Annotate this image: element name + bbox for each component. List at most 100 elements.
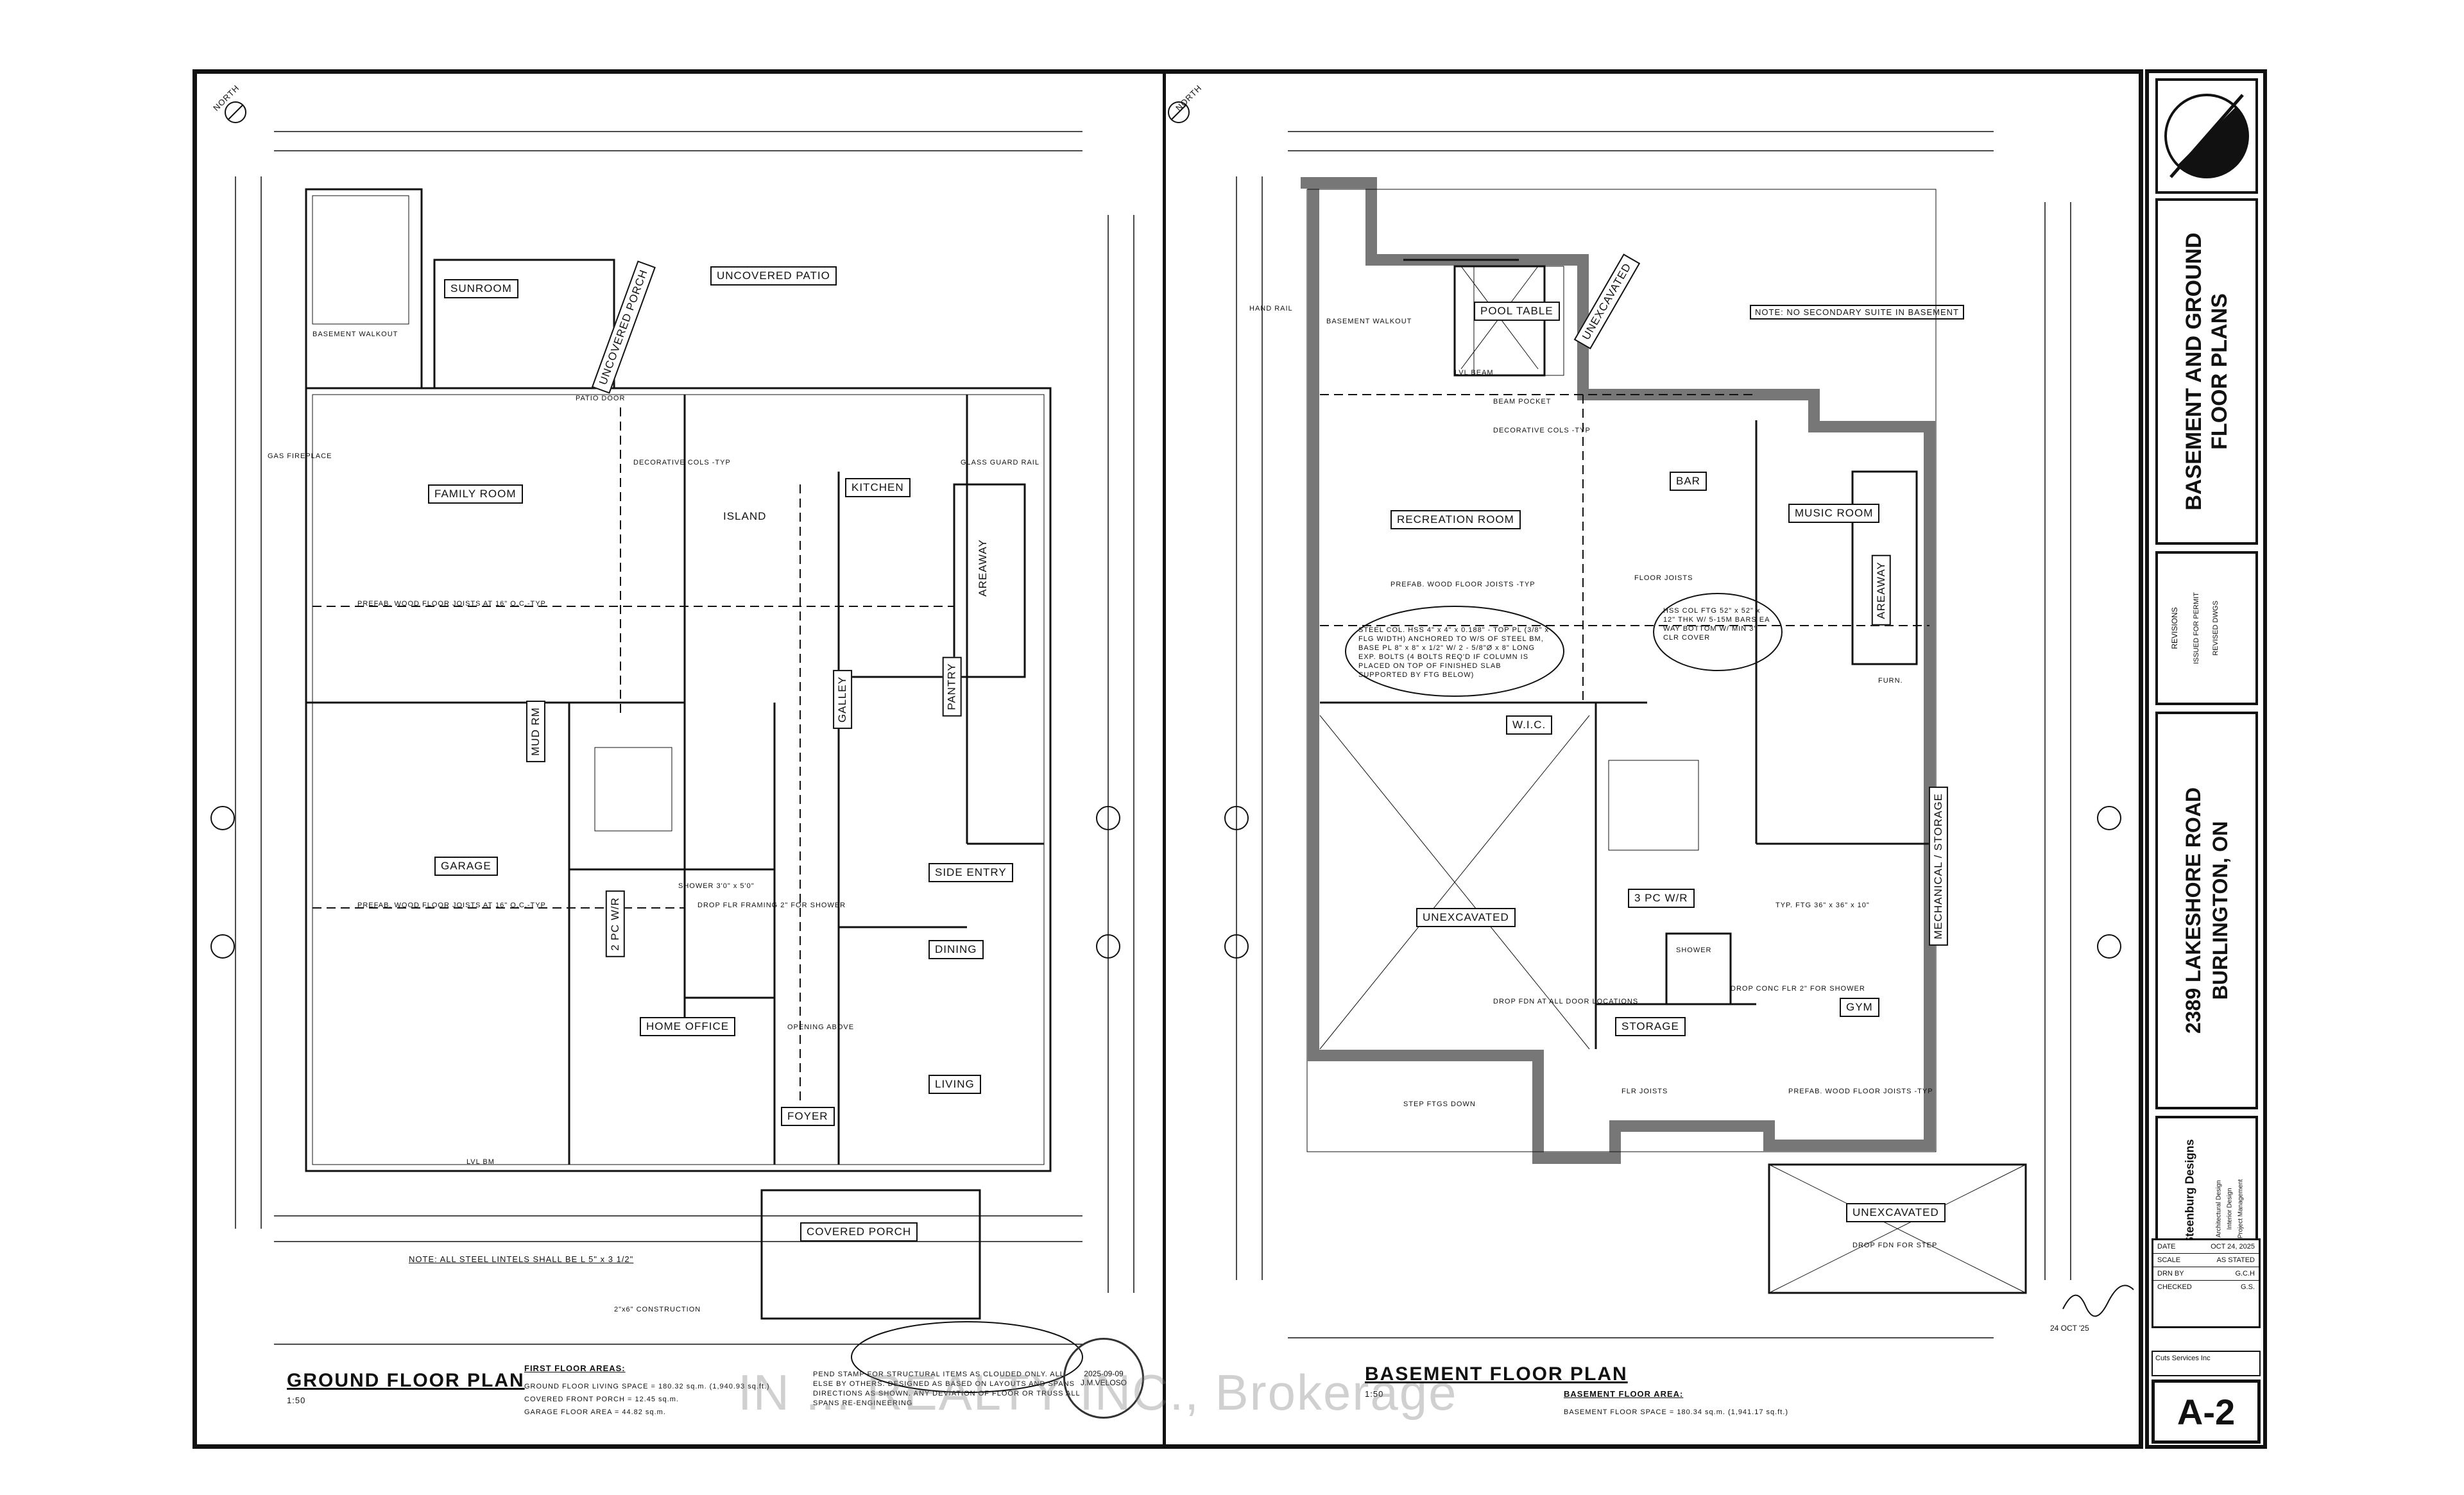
room-mud-rm: MUD RM [526, 701, 545, 762]
room-galley: GALLEY [833, 669, 853, 730]
room-side-entry: SIDE ENTRY [928, 863, 1013, 882]
project-address: 2389 LAKESHORE ROAD BURLINGTON, ON [2182, 787, 2232, 1034]
room-dining: DINING [928, 940, 984, 959]
drn-label: DRN BY [2157, 1270, 2184, 1277]
room-wic: W.I.C. [1506, 715, 1553, 735]
revision-2: REVISED DWGS [2212, 601, 2220, 656]
logo-cell [2155, 78, 2258, 194]
room-home-office: HOME OFFICE [640, 1017, 736, 1036]
ground-glass-rail: GLASS GUARD RAIL [961, 459, 1040, 466]
revisions-header: REVISIONS [2170, 607, 2179, 649]
sheet-title-cell: BASEMENT AND GROUND FLOOR PLANS [2155, 198, 2258, 545]
basement-typ-ftg: TYP. FTG 36" x 36" x 10" [1775, 901, 1870, 909]
ground-stamp-note: PEND STAMP FOR STRUCTURAL ITEMS AS CLOUD… [813, 1371, 1081, 1407]
room-unexcavated-main: UNEXCAVATED [1416, 908, 1516, 927]
room-sunroom: SUNROOM [444, 279, 518, 298]
ground-plan-scale: 1:50 [287, 1396, 306, 1405]
ground-joists-note: PREFAB. WOOD FLOOR JOISTS AT 16" O.C.-TY… [357, 600, 546, 608]
revision-1: ISSUED FOR PERMIT [2193, 592, 2200, 664]
basement-joists-bottom: PREFAB. WOOD FLOOR JOISTS -TYP [1788, 1088, 1933, 1095]
room-pool-table: POOL TABLE [1474, 302, 1560, 321]
room-family-room: FAMILY ROOM [428, 484, 523, 504]
ground-lvl-bm: LVL BM [466, 1158, 495, 1166]
ground-drop-flr: DROP FLR FRAMING 2" FOR SHOWER [697, 901, 846, 909]
title-block: BASEMENT AND GROUND FLOOR PLANS REVISION… [2145, 69, 2267, 1449]
basement-beam-pocket: BEAM POCKET [1493, 398, 1552, 406]
signature-date: 24 OCT '25 [2050, 1324, 2089, 1333]
room-areaway: AREAWAY [976, 539, 989, 597]
room-covered-porch: COVERED PORCH [800, 1222, 918, 1242]
basement-deco-cols: DECORATIVE COLS -TYP [1493, 427, 1591, 434]
client-cell: Cuts Services Inc [2152, 1351, 2261, 1376]
basement-joists: PREFAB. WOOD FLOOR JOISTS -TYP [1390, 581, 1536, 588]
basement-drop-fdn: DROP FDN AT ALL DOOR LOCATIONS [1493, 998, 1639, 1005]
room-uncovered-patio: UNCOVERED PATIO [710, 266, 837, 286]
room-pantry: PANTRY [942, 656, 962, 717]
basement-drop-fdn-step: DROP FDN FOR STEP [1852, 1242, 1938, 1249]
basement-lvl-beam: LVL BEAM [1455, 369, 1494, 377]
ground-plan-title: GROUND FLOOR PLAN [287, 1370, 525, 1391]
checked-label: CHECKED [2157, 1283, 2192, 1291]
row-drn: DRN BY G.C.H [2153, 1267, 2259, 1281]
room-music: MUSIC ROOM [1788, 504, 1880, 523]
company-line-2: Interior Design [2226, 1188, 2234, 1230]
room-storage: STORAGE [1615, 1017, 1686, 1036]
ground-shower: SHOWER 3'0" x 5'0" [678, 882, 755, 890]
room-mechanical: MECHANICAL / STORAGE [1928, 787, 1948, 946]
basement-steel-col-note: STEEL COL. HSS 4" x 4" x 0.188" - TOP PL… [1358, 626, 1549, 679]
ground-construction-note: 2"x6" CONSTRUCTION [614, 1306, 701, 1313]
room-furn: FURN. [1878, 677, 1903, 685]
address-cell: 2389 LAKESHORE ROAD BURLINGTON, ON [2155, 712, 2258, 1109]
sheet-number: A-2 [2177, 1391, 2236, 1432]
basement-step-ftgs: STEP FTGS DOWN [1403, 1100, 1476, 1108]
ground-opening-above: OPENING ABOVE [787, 1023, 855, 1031]
room-island: ISLAND [723, 510, 767, 522]
sheet-divider [1163, 74, 1166, 1444]
room-2pc-wr: 2 PC W/R [605, 891, 625, 957]
scale-value: AS STATED [2216, 1256, 2255, 1264]
sheet-title: BASEMENT AND GROUND FLOOR PLANS [2182, 232, 2232, 511]
room-unexcavated-bottom: UNEXCAVATED [1846, 1203, 1946, 1222]
basement-no-suite-note: NOTE: NO SECONDARY SUITE IN BASEMENT [1750, 305, 1964, 320]
room-garage: GARAGE [434, 857, 498, 876]
brokerage-watermark: IN ... REALTY INC., Brokerage [738, 1364, 1458, 1421]
ground-basement-walkout: BASEMENT WALKOUT [312, 330, 398, 338]
ground-lintels-note: NOTE: ALL STEEL LINTELS SHALL BE L 5" x … [409, 1254, 634, 1264]
drn-value: G.C.H [2235, 1270, 2255, 1277]
revisions-cell: REVISIONS ISSUED FOR PERMIT REVISED DWGS [2155, 551, 2258, 705]
basement-drop-conc: DROP CONC FLR 2" FOR SHOWER [1731, 985, 1865, 993]
checked-value: G.S. [2240, 1283, 2255, 1291]
scale-label: SCALE [2157, 1256, 2181, 1264]
basement-walkout: BASEMENT WALKOUT [1326, 318, 1412, 325]
engineer-stamp: 2025-09-09 J.M.VELOSO [1063, 1338, 1144, 1419]
ground-joists-note-2: PREFAB. WOOD FLOOR JOISTS AT 16" O.C.-TY… [357, 901, 546, 909]
room-basement-shower: SHOWER [1676, 946, 1712, 954]
ground-area-living: GROUND FLOOR LIVING SPACE = 180.32 sq.m.… [524, 1383, 770, 1390]
ground-areas-title: FIRST FLOOR AREAS: [524, 1363, 626, 1373]
ground-deco-cols: DECORATIVE COLS -TYP [633, 459, 731, 466]
room-kitchen: KITCHEN [845, 478, 911, 497]
company-line-1: Architectural Design [2215, 1180, 2223, 1238]
company-line-3: Project Management [2237, 1179, 2245, 1239]
basement-plan-title: BASEMENT FLOOR PLAN [1365, 1363, 1628, 1385]
signature-icon [2062, 1285, 2134, 1317]
basement-hand-rail: HAND RAIL [1249, 305, 1293, 312]
room-3pc-wr: 3 PC W/R [1628, 889, 1695, 908]
sheet-number-cell: A-2 [2152, 1380, 2261, 1444]
designer-logo-icon [2164, 94, 2249, 178]
ground-gas-fireplace: GAS FIREPLACE [268, 452, 332, 460]
row-checked: CHECKED G.S. [2153, 1281, 2259, 1294]
engineer-stamp-text: 2025-09-09 J.M.VELOSO [1080, 1369, 1127, 1387]
room-gym: GYM [1840, 998, 1879, 1017]
drawing-sheet: NORTH SUNROOM UNCOVERED PORCH UNCOVERED … [193, 69, 2143, 1449]
room-recreation: RECREATION ROOM [1390, 510, 1521, 529]
ground-outline [305, 387, 1052, 1172]
signature-block: 24 OCT '25 [2050, 1283, 2140, 1347]
basement-areas-title: BASEMENT FLOOR AREA: [1564, 1389, 1684, 1399]
room-areaway-basement: AREAWAY [1871, 555, 1891, 626]
basement-area-space: BASEMENT FLOOR SPACE = 180.34 sq.m. (1,9… [1564, 1408, 1789, 1416]
row-scale: SCALE AS STATED [2153, 1254, 2259, 1267]
room-bar: BAR [1670, 472, 1707, 491]
client-name: Cuts Services Inc [2155, 1354, 2211, 1362]
